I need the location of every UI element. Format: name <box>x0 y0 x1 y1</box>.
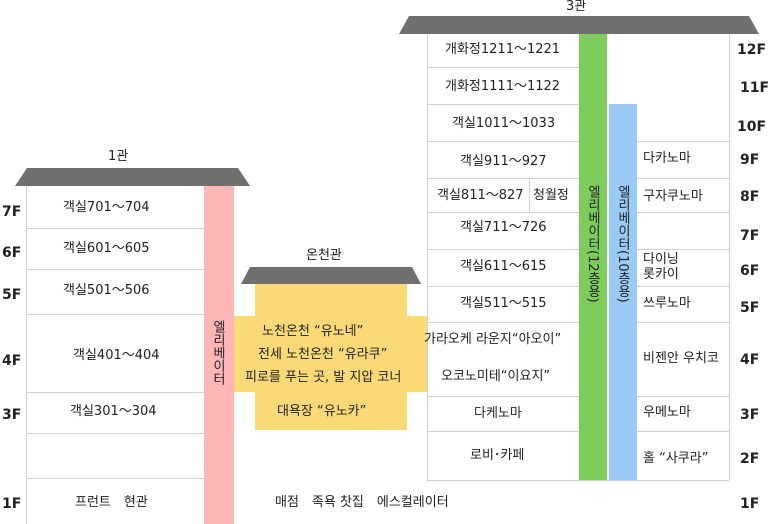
takanoma: 다카노마 <box>643 151 691 166</box>
west-elevator-10-label: 엘리베이터(10층용) <box>615 185 630 303</box>
east-building-title: 1관 <box>108 149 129 164</box>
room-range-5f: 객실501～506 <box>63 283 150 298</box>
onsen-upper-block <box>255 284 407 316</box>
okonomite-iyoji: 오코노미테“이요지” <box>441 369 551 384</box>
room-1211-1221: 개화정1211～1221 <box>445 42 561 57</box>
karaoke-lounge-aoi: 가라오케 라운지“아오이” <box>424 332 562 347</box>
tsurunoma: 쓰루노마 <box>643 296 691 311</box>
onsen-main-block <box>234 316 428 392</box>
room-range-3f: 객실301～304 <box>70 404 157 419</box>
west-elevator-10-shaft <box>609 104 637 480</box>
floor-label-2f-west: 2F <box>740 451 760 467</box>
floor-label-9f-west: 9F <box>740 152 760 168</box>
front-entrance: 프런트 현관 <box>75 495 148 510</box>
room-711-726: 객실711～726 <box>460 220 547 235</box>
floor-label-3f-west: 3F <box>740 407 760 423</box>
lobby-cafe: 로비･카페 <box>470 448 525 463</box>
foot-massage-corner: 피로를 푸는 곳, 발 지압 코너 <box>245 370 402 385</box>
lobby-1f-facilities: 매점 족욕 찻집 에스컬레이터 <box>275 495 449 510</box>
onsen-building-roof <box>241 267 421 284</box>
private-bath-yuraku: 전세 노천온천 “유라쿠” <box>258 347 388 362</box>
onsen-building-title: 온천관 <box>306 248 342 263</box>
room-811-827: 객실811～827 <box>437 188 524 203</box>
east-elevator-label: 엘리베이터 <box>210 320 225 385</box>
room-1111-1122: 개화정1111～1122 <box>445 79 561 94</box>
hall-sakura: 홀 “사쿠라” <box>643 451 709 466</box>
floor-label-5f: 5F <box>2 287 22 303</box>
seigetsutei: 청월정 <box>533 188 569 203</box>
onsen-bath-block <box>255 392 407 430</box>
room-range-6f: 객실601～605 <box>63 241 150 256</box>
umenoma: 우메노마 <box>643 405 691 420</box>
room-range-7f: 객실701～704 <box>63 200 150 215</box>
floor-label-1f-west: 1F <box>740 496 760 512</box>
west-elevator-12-shaft <box>579 34 607 480</box>
floor-label-7f: 7F <box>2 204 22 220</box>
rokkai: 롯카이 <box>643 267 679 282</box>
floor-label-3f: 3F <box>2 407 22 423</box>
room-911-927: 객실911～927 <box>460 154 547 169</box>
floor-label-4f-west: 4F <box>740 352 760 368</box>
kujakunoma: 구자쿠노마 <box>643 189 703 204</box>
west-building-title: 3관 <box>566 0 587 14</box>
floor-label-5f-west: 5F <box>740 300 760 316</box>
room-511-515: 객실511～515 <box>460 296 547 311</box>
floor-label-4f: 4F <box>2 353 22 369</box>
east-elevator-shaft <box>204 186 234 524</box>
floor-label-6f-west: 6F <box>740 263 760 279</box>
floor-label-11f: 11F <box>740 80 769 96</box>
large-bath-yunoka: 대욕장 “유노카” <box>277 404 367 419</box>
bizenan-uchiko: 비젠안 우치코 <box>643 351 719 366</box>
room-range-4f: 객실401～404 <box>73 348 160 363</box>
open-air-bath-yunone: 노천온천 “유노네” <box>262 324 364 339</box>
floor-label-7f-west: 7F <box>740 228 760 244</box>
room-611-615: 객실611～615 <box>460 259 547 274</box>
takenoma: 다케노마 <box>474 406 522 421</box>
floor-label-8f-west: 8F <box>740 189 760 205</box>
west-building-roof <box>399 16 759 34</box>
floor-label-10f: 10F <box>737 119 767 135</box>
room-1011-1033: 객실1011～1033 <box>452 116 556 131</box>
west-elevator-12-label: 엘리베이터(12층용) <box>585 185 600 303</box>
floor-label-12f: 12F <box>737 42 767 58</box>
floor-label-1f-east: 1F <box>2 496 22 512</box>
dining-label: 다이닝 <box>643 252 679 267</box>
east-building-roof <box>15 168 250 186</box>
floor-label-6f: 6F <box>2 245 22 261</box>
